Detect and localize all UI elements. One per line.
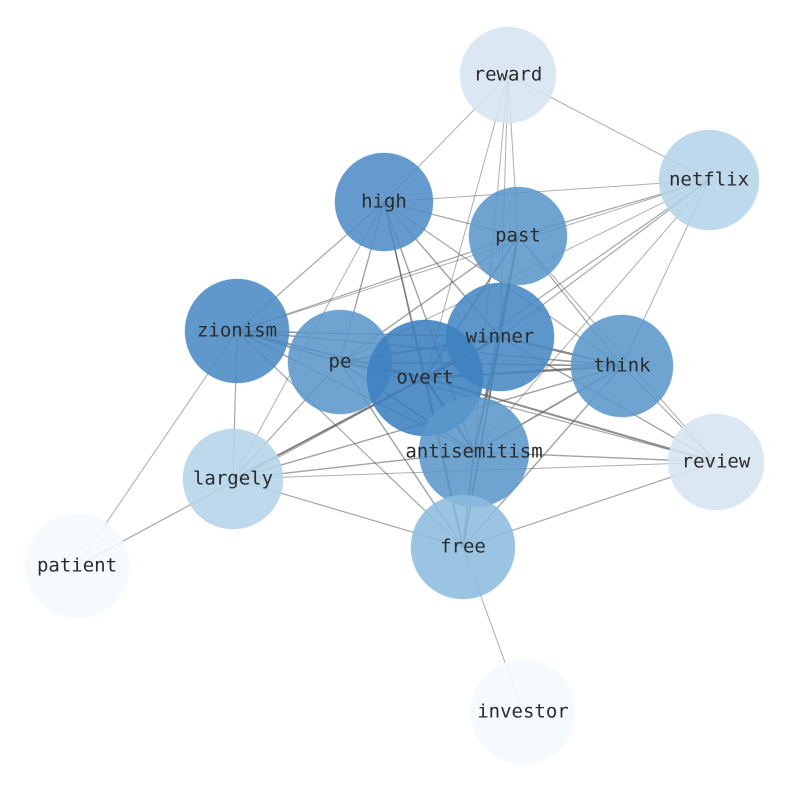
graph-node-free[interactable]: [410, 494, 516, 600]
graph-node-patient[interactable]: [24, 513, 130, 619]
graph-edge: [383, 179, 710, 203]
graph-node-netflix[interactable]: [658, 129, 760, 231]
graph-node-past[interactable]: [468, 186, 568, 286]
graph-node-investor[interactable]: [470, 659, 576, 765]
graph-edge: [236, 330, 464, 548]
graph-edge: [473, 179, 710, 453]
node-layer: [24, 26, 765, 765]
graph-node-high[interactable]: [334, 152, 434, 252]
graph-node-reward[interactable]: [459, 26, 557, 124]
graph-node-antisemitism[interactable]: [418, 396, 530, 508]
graph-node-think[interactable]: [570, 314, 674, 418]
graph-node-largely[interactable]: [182, 428, 284, 530]
graph-node-zionism[interactable]: [184, 278, 290, 384]
graph-edge: [236, 179, 710, 332]
graph-node-review[interactable]: [667, 413, 765, 511]
